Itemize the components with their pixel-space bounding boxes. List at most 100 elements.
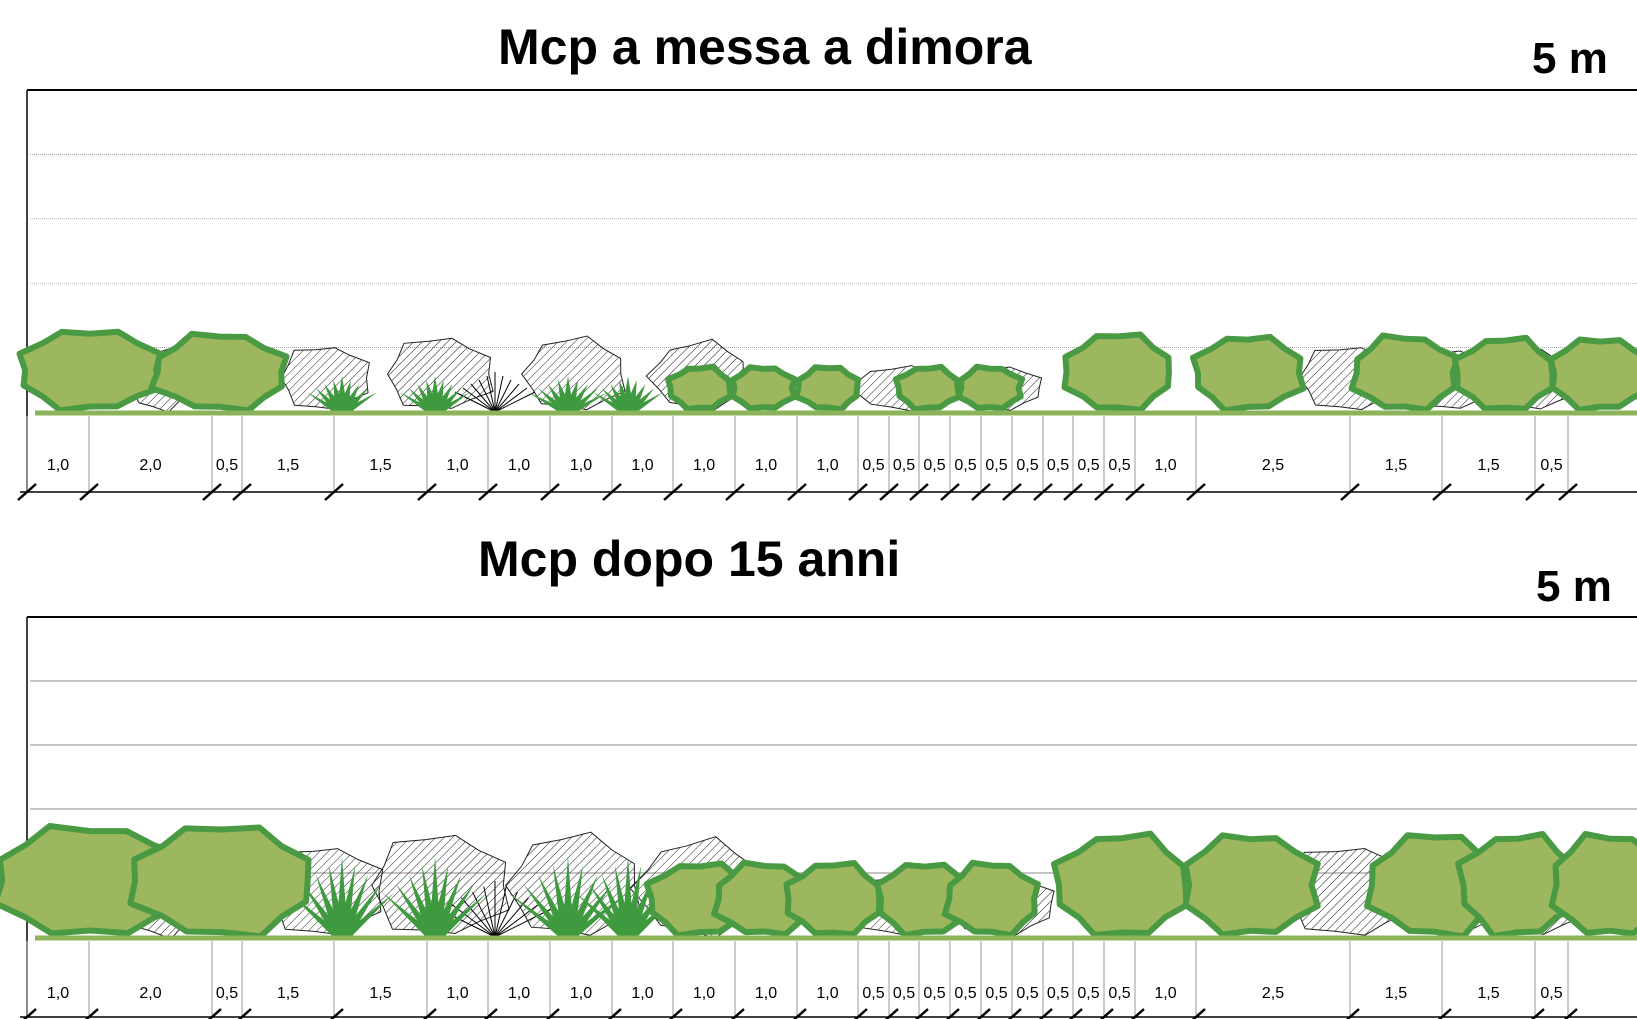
spacing-label: 2,5 [1262, 985, 1284, 1002]
spacing-label: 0,5 [1540, 457, 1562, 474]
dimension-tick [853, 1008, 868, 1019]
spacing-label: 0,5 [216, 985, 238, 1002]
dimension-tick [787, 483, 807, 501]
spacing-label: 0,5 [893, 985, 915, 1002]
dimension-tick [84, 1008, 99, 1019]
dimension-tick [1563, 1008, 1578, 1019]
dimension-tick [1125, 483, 1145, 501]
hatched-shrub-icon [520, 335, 626, 411]
dimension-tick [971, 483, 991, 501]
shrub-icon [1348, 332, 1461, 413]
spacing-label: 0,5 [985, 457, 1007, 474]
dimension-tick [22, 1008, 37, 1019]
grass-tuft-icon [508, 856, 628, 937]
dimension-tick [1130, 1008, 1145, 1019]
spacing-label: 1,0 [570, 457, 592, 474]
dimension-tick [1530, 1008, 1545, 1019]
shrub-icon [1451, 334, 1556, 412]
dimension-tick [914, 1008, 929, 1019]
dimension-tick [1007, 1008, 1022, 1019]
spacing-label: 1,0 [1154, 985, 1176, 1002]
spacing-label: 0,5 [954, 985, 976, 1002]
shrub-icon [793, 364, 862, 413]
dimension-tick [1558, 483, 1578, 501]
spacing-label: 1,0 [508, 985, 530, 1002]
spacing-label: 0,5 [1077, 985, 1099, 1002]
spacing-label: 0,5 [1047, 457, 1069, 474]
scale-label-planting: 5 m [1532, 34, 1608, 83]
grass-tuft-icon [528, 376, 608, 412]
spacing-label: 1,0 [693, 985, 715, 1002]
shrub-icon [1182, 832, 1321, 938]
spacing-label: 1,0 [570, 985, 592, 1002]
shrub-icon [783, 860, 883, 938]
spacing-label: 0,5 [1540, 985, 1562, 1002]
spacing-label: 0,5 [985, 985, 1007, 1002]
spacing-label: 1,0 [631, 985, 653, 1002]
spacing-label: 1,0 [693, 457, 715, 474]
dimension-tick [483, 1008, 498, 1019]
dimension-tick [1191, 1008, 1206, 1019]
shrub-icon [127, 824, 312, 940]
shrub-icon [1548, 831, 1637, 937]
grass-tuft-icon [382, 856, 488, 937]
dimension-tick [207, 1008, 222, 1019]
spacing-label: 0,5 [862, 457, 884, 474]
dimension-tick [940, 483, 960, 501]
spacing-label: 1,0 [446, 457, 468, 474]
spacing-label: 1,0 [816, 457, 838, 474]
spacing-label: 1,0 [446, 985, 468, 1002]
scale-label-after-15-years: 5 m [1536, 562, 1612, 611]
dimension-tick [1345, 1008, 1360, 1019]
grass-tuft-icon [307, 376, 377, 412]
dimension-tick [545, 1008, 560, 1019]
spacing-label: 1,5 [369, 457, 391, 474]
dimension-tick [1002, 483, 1022, 501]
spacing-label: 1,0 [755, 985, 777, 1002]
shrub-icon [148, 330, 290, 414]
spacing-label: 1,5 [1477, 457, 1499, 474]
dimension-tick [945, 1008, 960, 1019]
dimension-tick [202, 483, 222, 501]
dimension-tick [792, 1008, 807, 1019]
spacing-label: 1,0 [47, 457, 69, 474]
shrub-icon [1547, 336, 1637, 413]
dimension-tick [1525, 483, 1545, 501]
dimension-tick [976, 1008, 991, 1019]
shrub-icon [729, 364, 798, 412]
spacing-label: 0,5 [1016, 457, 1038, 474]
dimension-tick [1033, 483, 1053, 501]
dimension-tick [17, 483, 37, 501]
spacing-label: 1,5 [369, 985, 391, 1002]
shrub-icon [1061, 331, 1172, 413]
dimension-tick [540, 483, 560, 501]
dimension-tick [79, 483, 99, 501]
spacing-label: 1,0 [1154, 457, 1176, 474]
spacing-label: 2,0 [139, 985, 161, 1002]
grass-tuft-icon [400, 376, 470, 412]
dimension-tick [848, 483, 868, 501]
dimension-tick [232, 483, 252, 501]
shrub-icon [1190, 333, 1307, 414]
dimension-tick [422, 1008, 437, 1019]
spacing-label: 0,5 [923, 457, 945, 474]
dimension-tick [879, 483, 899, 501]
dimension-tick [1186, 483, 1206, 501]
dimension-tick [1432, 483, 1452, 501]
dimension-tick [909, 483, 929, 501]
spacing-label: 2,5 [1262, 457, 1284, 474]
spacing-label: 0,5 [893, 457, 915, 474]
spacing-label: 0,5 [954, 457, 976, 474]
dimension-tick [417, 483, 437, 501]
spacing-label: 0,5 [862, 985, 884, 1002]
shrub-icon [941, 859, 1041, 939]
shrub-icon [16, 328, 166, 414]
spacing-label: 0,5 [923, 985, 945, 1002]
dimension-tick [237, 1008, 252, 1019]
dimension-tick [1099, 1008, 1114, 1019]
dimension-tick [1094, 483, 1114, 501]
spacing-label: 2,0 [139, 457, 161, 474]
spacing-label: 1,5 [1385, 985, 1407, 1002]
